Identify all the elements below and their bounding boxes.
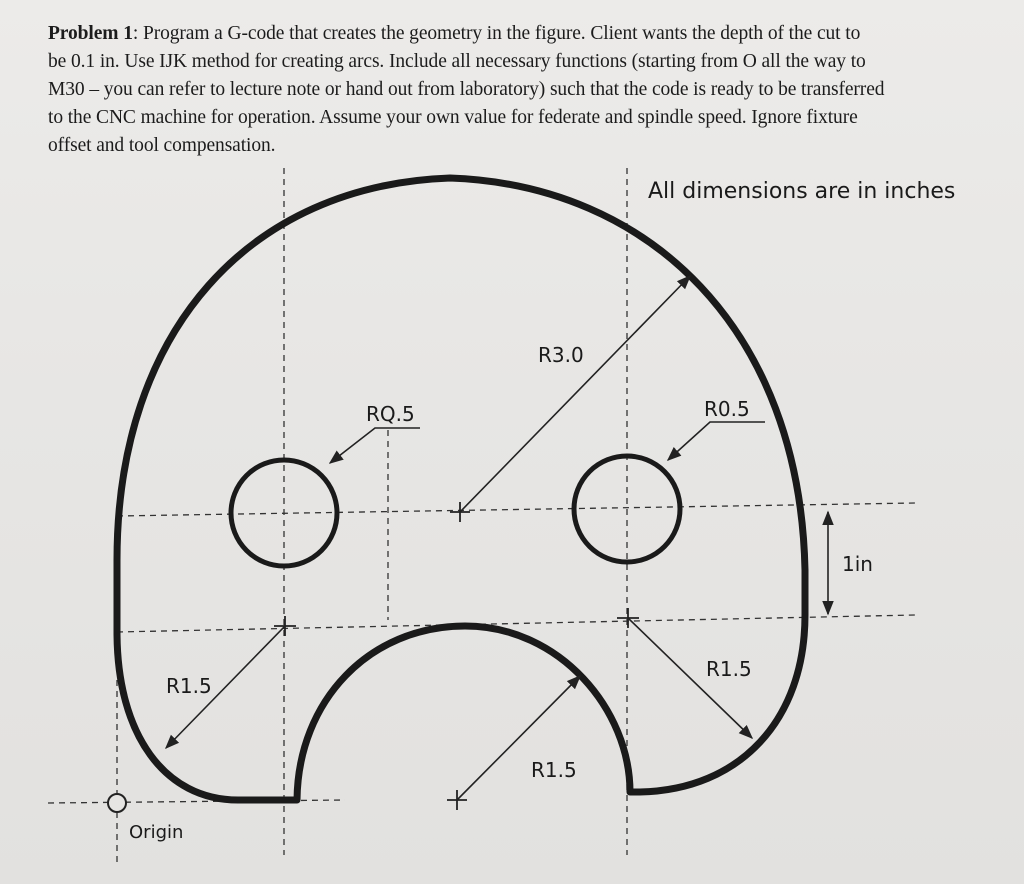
label-origin: Origin: [129, 822, 183, 843]
origin-marker: [107, 793, 127, 813]
problem-line-2: be 0.1 in. Use IJK method for creating a…: [48, 51, 866, 72]
dim-bottom-arc-leader: [456, 674, 582, 801]
label-r-hole-right: R0.5: [704, 397, 750, 421]
problem-statement: Problem 1: Program a G-code that creates…: [48, 20, 978, 160]
center-marks: [274, 502, 639, 810]
label-r-big: R3.0: [538, 343, 584, 367]
units-note: All dimensions are in inches: [648, 179, 955, 204]
label-r-hole-left: RQ.5: [366, 402, 415, 426]
label-r-corner-right: R1.5: [706, 657, 752, 681]
dimension-lines: [164, 274, 834, 801]
problem-line-5: offset and tool compensation.: [48, 135, 276, 156]
problem-line-3: M30 – you can refer to lecture note or h…: [48, 79, 885, 100]
centerline-lower-horizontal: [116, 614, 916, 633]
label-r-corner-left: R1.5: [166, 674, 212, 698]
construction-lines: [47, 168, 916, 862]
problem-line-1: Problem 1: Program a G-code that creates…: [48, 23, 861, 44]
part-outline: [113, 174, 809, 804]
problem-label: Problem 1: [48, 23, 133, 44]
hole-left: [228, 457, 340, 569]
label-r-bottom-arc: R1.5: [531, 758, 577, 782]
dim-hole-right-leader: [666, 421, 765, 461]
problem-line-4: to the CNC machine for operation. Assume…: [48, 107, 858, 128]
dim-corner-right-leader: [627, 617, 754, 740]
dim-r3-leader: [459, 274, 692, 513]
dimension-labels: All dimensions are in inches R3.0 RQ.5 R…: [129, 179, 955, 843]
centerline-holes-horizontal: [116, 502, 916, 517]
hole-right: [571, 453, 683, 565]
label-dim-height: 1in: [842, 552, 873, 576]
dim-hole-left-leader: [328, 427, 420, 464]
dim-corner-left-leader: [164, 625, 286, 750]
